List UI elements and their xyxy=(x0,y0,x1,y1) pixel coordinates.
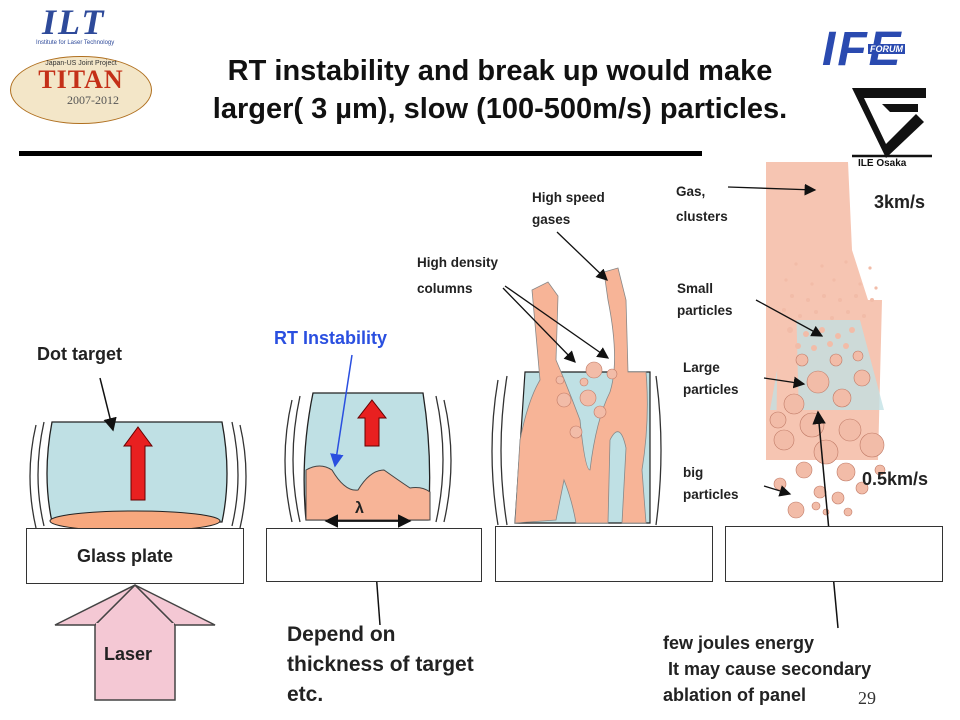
title-divider xyxy=(19,151,702,156)
titan-logo-text: TITAN xyxy=(38,65,124,94)
particle-cloud xyxy=(769,350,886,519)
panel-4-breakup xyxy=(727,162,886,629)
high-density-label: High density columns xyxy=(417,248,498,300)
high-speed-line-1: High speed xyxy=(532,190,605,205)
gas-clusters-label: Gas, clusters xyxy=(676,178,728,228)
few-joules-line-1: few joules energy xyxy=(663,633,815,653)
slide-title: RT instability and break up would make l… xyxy=(150,52,850,128)
small-line-2: particles xyxy=(677,303,733,318)
ilt-logo-text: ILT xyxy=(42,2,106,42)
ilt-logo: ILT Institute for Laser Technology xyxy=(30,4,140,52)
few-joules-line-3: ablation of panel xyxy=(663,685,807,705)
gas-line-2: clusters xyxy=(676,209,728,224)
rt-perturbed-plasma xyxy=(305,465,431,521)
titan-logo: Japan-US Joint Project TITAN 2007-2012 xyxy=(10,56,152,124)
depend-line-3: etc. xyxy=(287,683,324,706)
high-speed-line-2: gases xyxy=(532,212,571,227)
big-line-1: big xyxy=(683,465,704,480)
title-line-2: larger( 3 µm), slow (100-500m/s) particl… xyxy=(212,93,788,125)
lambda-label: λ xyxy=(355,500,364,517)
depend-line-1: Depend on xyxy=(287,623,396,646)
dot-target-label: Dot target xyxy=(37,344,122,364)
glass-plate-4 xyxy=(725,526,943,582)
ife-forum-logo: IFE FORUM xyxy=(822,22,940,80)
panel-2-rt-instability xyxy=(284,354,452,626)
gas-line-1: Gas, xyxy=(676,184,706,199)
few-joules-line-2: It may cause secondary xyxy=(663,659,872,679)
ife-forum-text: FORUM xyxy=(868,44,905,54)
red-up-arrow-icon xyxy=(123,426,153,501)
large-line-2: particles xyxy=(683,382,739,397)
high-speed-label: High speed gases xyxy=(532,187,605,231)
ilt-logo-subtitle: Institute for Laser Technology xyxy=(36,40,115,46)
rt-instability-label: RT Instability xyxy=(274,328,388,348)
depend-line-2: thickness of target xyxy=(287,653,474,676)
red-up-arrow-icon xyxy=(356,399,388,447)
small-line-1: Small xyxy=(677,281,714,296)
big-line-2: particles xyxy=(683,487,739,502)
few-joules-note: few joules energy It may cause secondary… xyxy=(663,630,871,708)
particles xyxy=(555,361,618,439)
large-particles-label: Large particles xyxy=(683,357,739,401)
big-particles-label: big particles xyxy=(683,462,739,506)
ile-osaka-logo: ILE Osaka xyxy=(846,84,936,174)
glass-plate-3 xyxy=(495,526,713,582)
title-line-1: RT instability and break up would make xyxy=(227,55,773,87)
glass-plate-1 xyxy=(26,528,244,584)
titan-logo-top: Japan-US Joint Project xyxy=(45,60,117,67)
laser-label: Laser xyxy=(104,644,153,664)
fast-speed-label: 3km/s xyxy=(874,192,926,212)
small-particles-label: Small particles xyxy=(677,278,733,322)
ile-emblem-icon xyxy=(852,88,932,158)
ile-osaka-label: ILE Osaka xyxy=(858,158,907,169)
high-density-line-2: columns xyxy=(417,281,473,296)
glass-plate-label: Glass plate xyxy=(77,546,174,566)
slow-speed-label: 0.5km/s xyxy=(862,469,929,489)
large-line-1: Large xyxy=(683,360,720,375)
titan-logo-years: 2007-2012 xyxy=(67,93,119,107)
page-number: 29 xyxy=(858,688,876,708)
panel-3-columns xyxy=(491,231,662,526)
panel-1-dot-target xyxy=(29,377,247,532)
glass-plate-2 xyxy=(266,528,482,582)
depend-note: Depend on thickness of target etc. xyxy=(287,620,474,710)
high-density-line-1: High density xyxy=(417,255,499,270)
